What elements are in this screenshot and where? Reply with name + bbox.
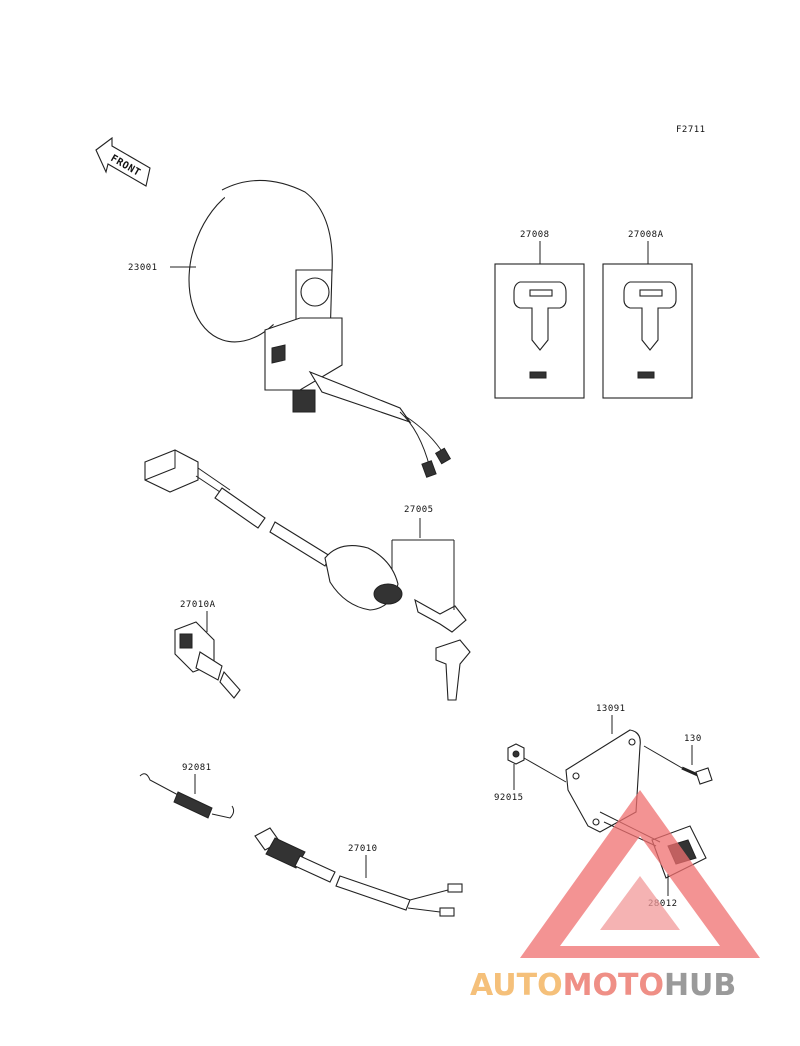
label-92015: 92015 [494, 793, 524, 803]
label-27008A: 27008A [628, 230, 664, 240]
label-92081: 92081 [182, 763, 212, 773]
watermark-logo [520, 790, 760, 958]
label-130: 130 [684, 734, 702, 744]
brake-switch [254, 827, 463, 917]
label-23001: 23001 [128, 263, 158, 273]
triangle-logo-icon [520, 790, 760, 958]
key-blank-alt-box [602, 263, 693, 399]
label-13091: 13091 [596, 704, 626, 714]
ignition-switch-harness [144, 449, 471, 701]
label-28012: 28012 [648, 899, 678, 909]
label-27005: 27005 [404, 505, 434, 515]
label-27010: 27010 [348, 844, 378, 854]
front-arrow-icon: FRONT [95, 136, 151, 187]
headlight-assembly [188, 179, 452, 478]
bolt [681, 766, 713, 785]
mounting-bracket [565, 729, 641, 833]
key-blank-box [494, 263, 585, 399]
figure-code: F2711 [676, 125, 706, 135]
label-27010A: 27010A [180, 600, 216, 610]
toggle-switch [174, 621, 241, 699]
nut [507, 743, 525, 765]
spring [139, 773, 235, 819]
watermark-text: AUTOMOTOHUB [470, 968, 736, 1003]
label-27008: 27008 [520, 230, 550, 240]
